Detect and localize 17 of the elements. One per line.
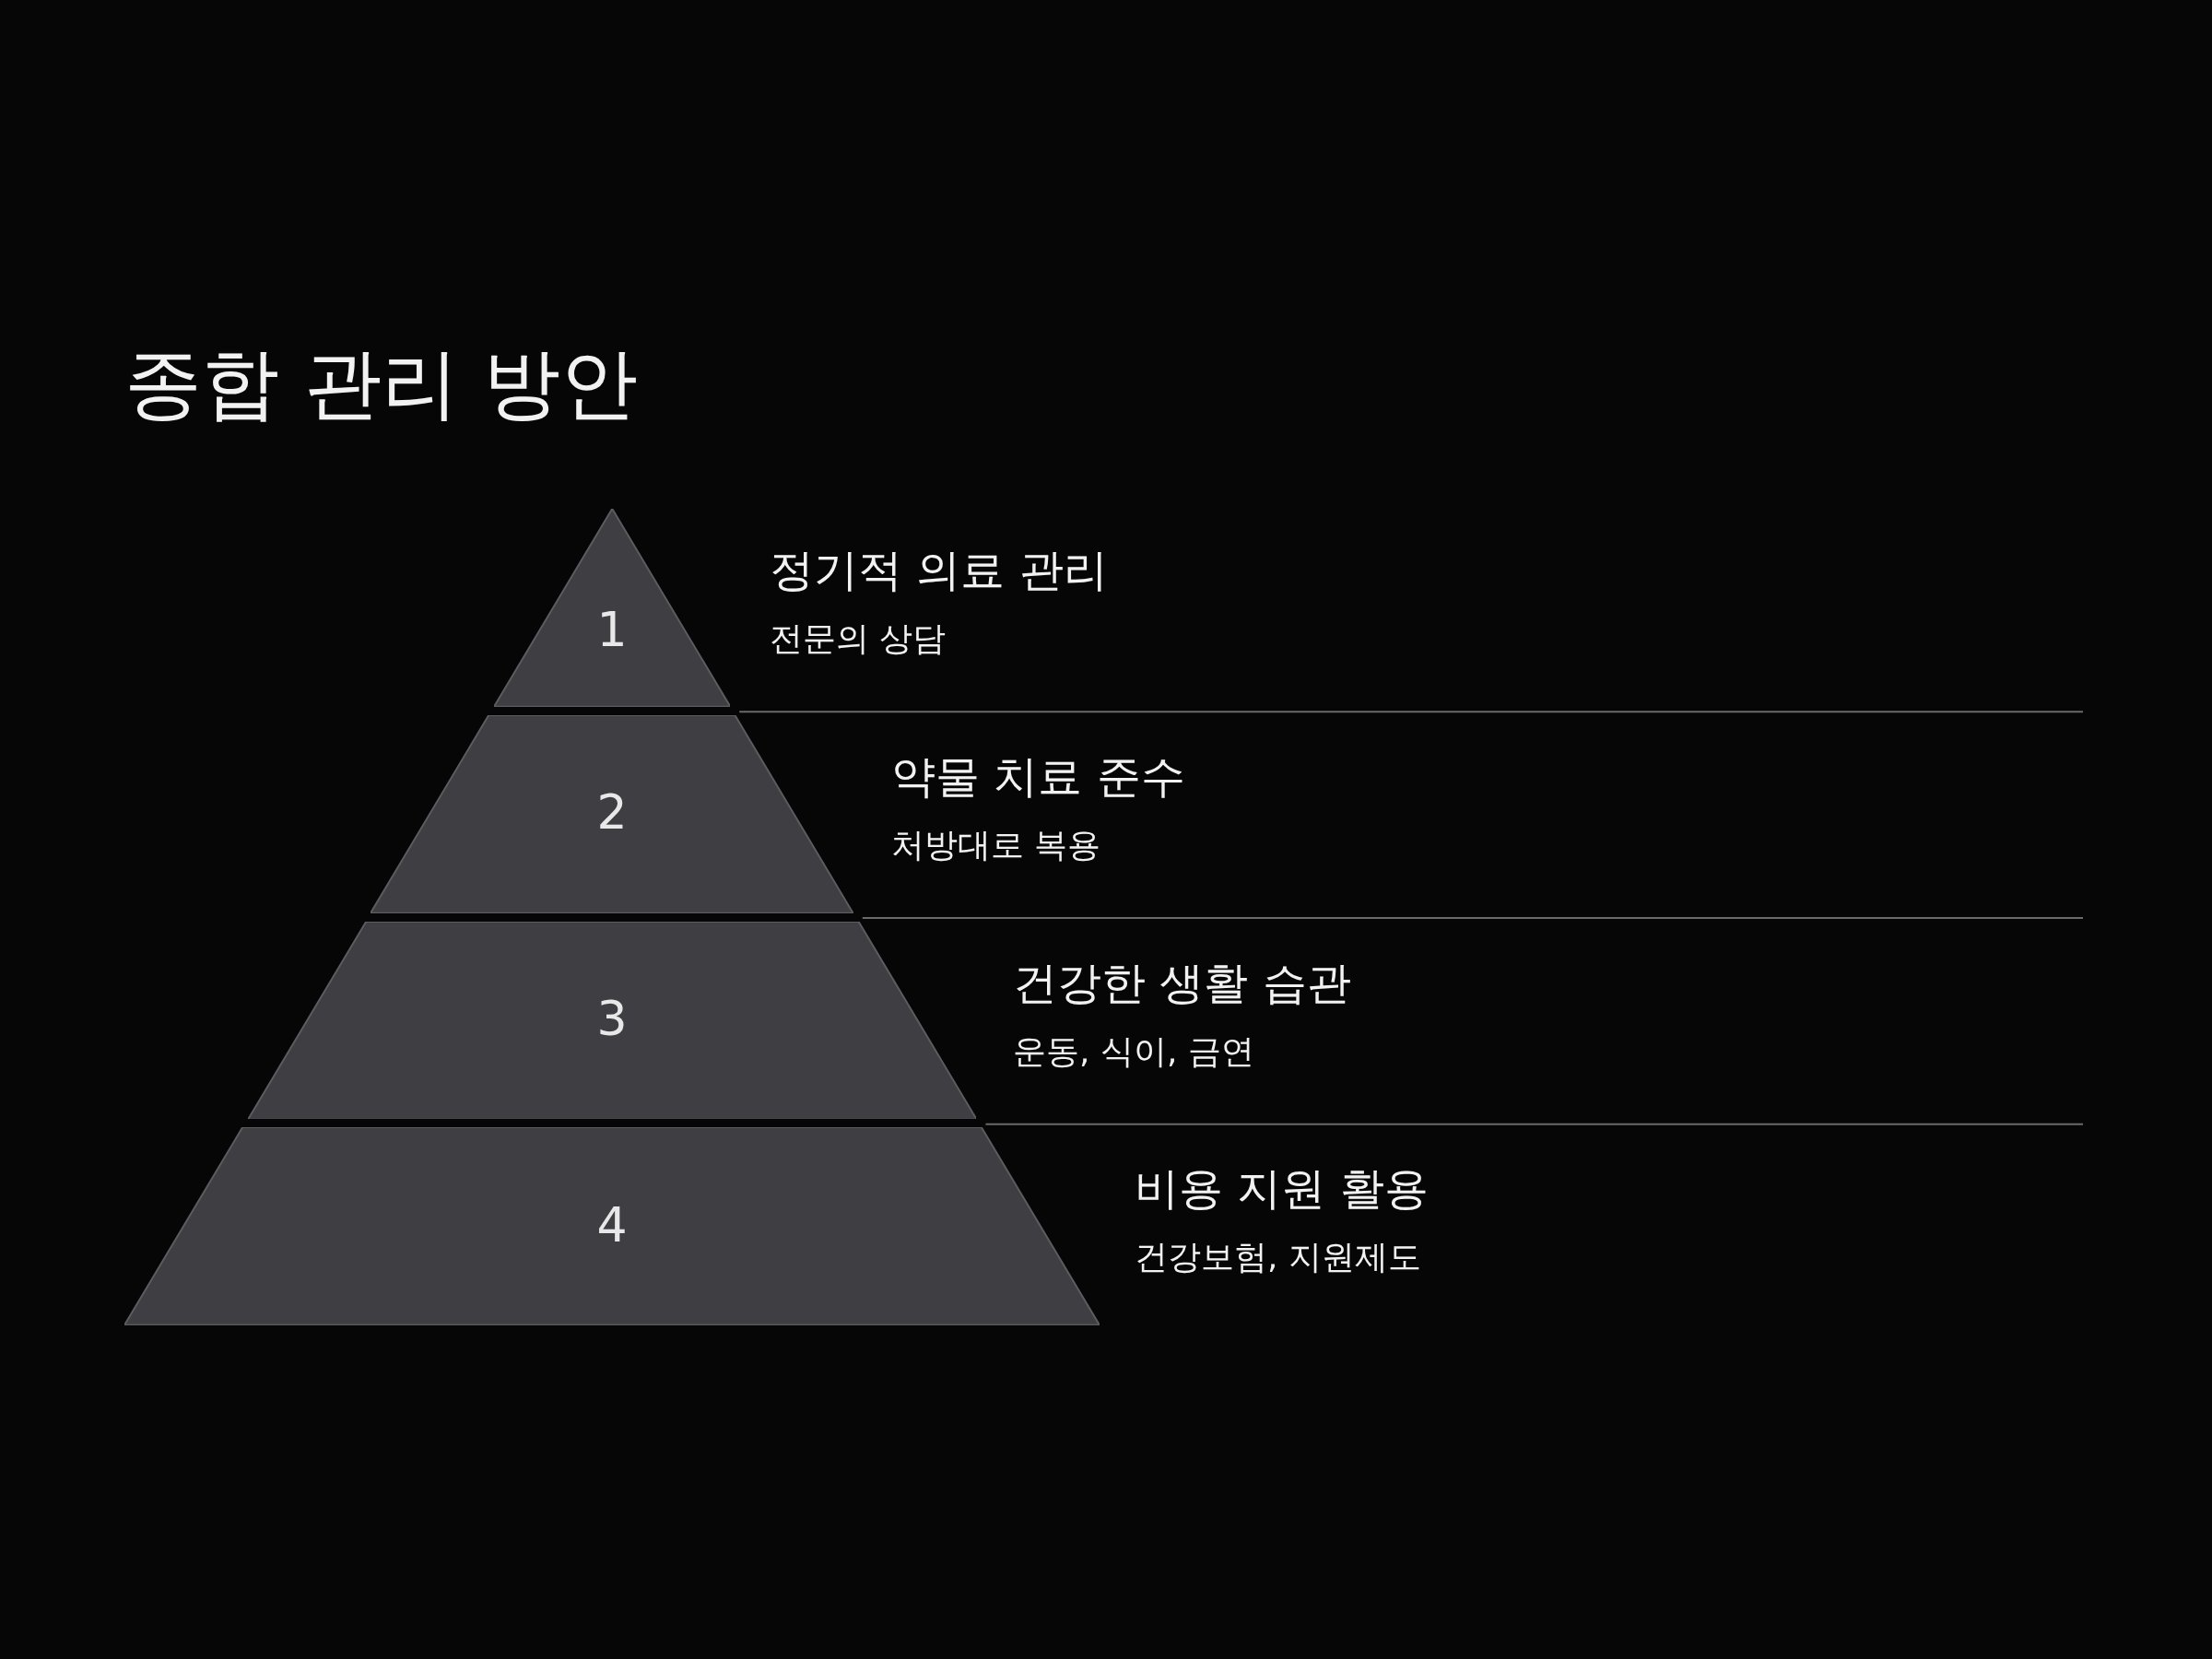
- tier-description: 처방대로 복용: [891, 824, 1101, 865]
- title: 종합 관리 방안: [124, 337, 639, 430]
- tier-number: 1: [595, 602, 629, 658]
- tier-number: 4: [595, 1196, 629, 1253]
- tier-heading: 건강한 생활 습관: [1013, 955, 1351, 1010]
- tier-heading: 비용 지원 활용: [1135, 1161, 1429, 1217]
- tier-number: 2: [595, 784, 629, 841]
- pyramid-top-triangle: [493, 509, 731, 707]
- pyramid-tier: [124, 1127, 1100, 1325]
- pyramid-tier: [371, 714, 853, 913]
- tier-heading: 정기적 의료 관리: [770, 543, 1108, 597]
- tier-number: 3: [595, 990, 629, 1046]
- tier-description: 전문의 상담: [770, 618, 947, 659]
- pyramid-tier: [247, 921, 977, 1120]
- tier-description: 운동, 식이, 금연: [1013, 1030, 1254, 1072]
- tier-heading: 약물 치료 준수: [891, 748, 1185, 804]
- tier-description: 건강보험, 지원제도: [1135, 1237, 1421, 1278]
